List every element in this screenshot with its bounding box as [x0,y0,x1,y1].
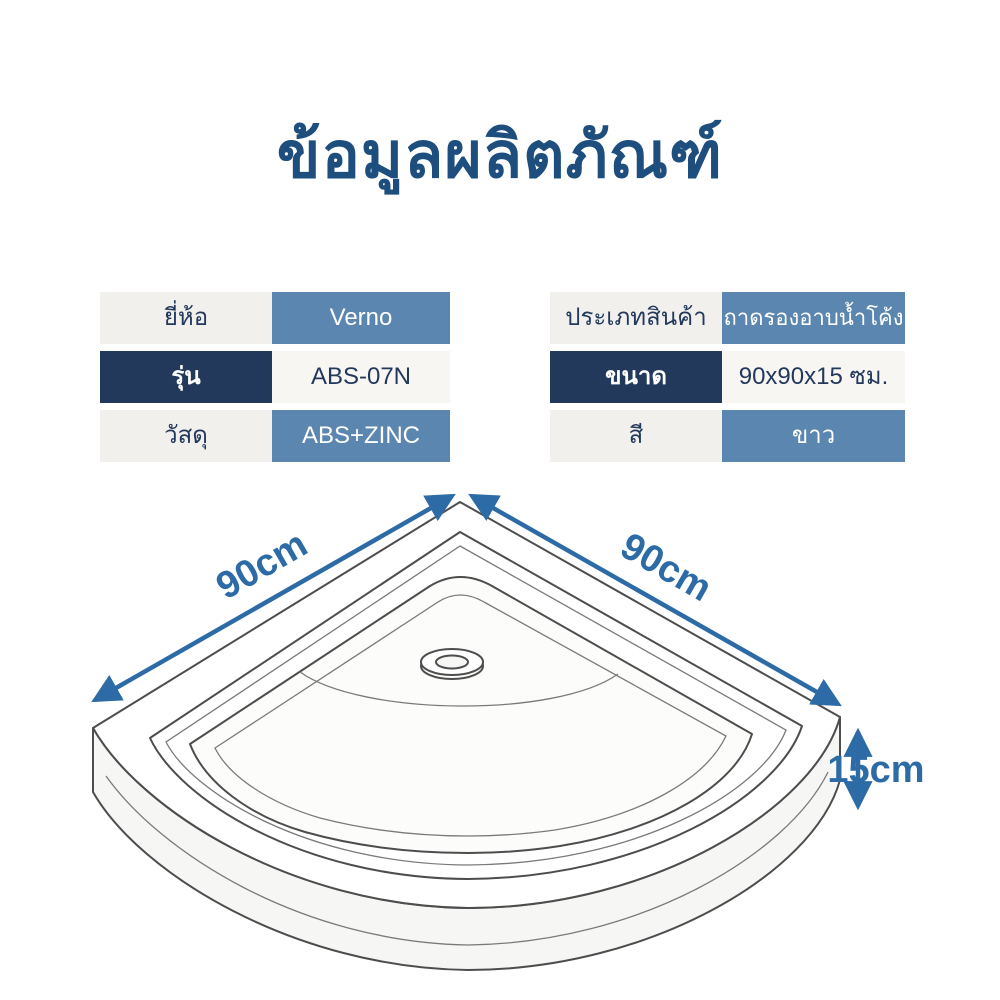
drain-icon [420,648,484,680]
spec-label-model: รุ่น [100,351,272,403]
dimension-label-height: 15cm [827,749,924,791]
shower-tray-diagram: 90cm 90cm 15cm [91,493,925,971]
spec-table-right: ประเภทสินค้า ถาดรองอาบน้ำโค้ง ขนาด 90x90… [550,292,905,462]
tray-skirt-line [105,771,829,946]
spec-value-type: ถาดรองอาบน้ำโค้ง [722,292,905,344]
spec-label-type: ประเภทสินค้า [550,292,722,344]
dimension-arrow-right [468,493,842,707]
spec-value-size: 90x90x15 ซม. [722,351,905,403]
spec-label-color: สี [550,410,722,462]
spec-value-brand: Verno [272,292,450,344]
page-title: ข้อมูลผลิตภัณฑ์ [276,119,724,191]
spec-table-left: ยี่ห้อ Verno รุ่น ABS-07N วัสดุ ABS+ZINC [100,292,450,462]
spec-value-model: ABS-07N [272,351,450,403]
spec-label-material: วัสดุ [100,410,272,462]
spec-label-brand: ยี่ห้อ [100,292,272,344]
spec-value-color: ขาว [722,410,905,462]
rim-second-edge [165,545,787,866]
spec-value-material: ABS+ZINC [272,410,450,462]
dimension-arrow-left [91,493,456,703]
spec-label-size: ขนาด [550,351,722,403]
rim-inner-edge [149,531,803,880]
dimension-label-left: 90cm [209,523,314,608]
